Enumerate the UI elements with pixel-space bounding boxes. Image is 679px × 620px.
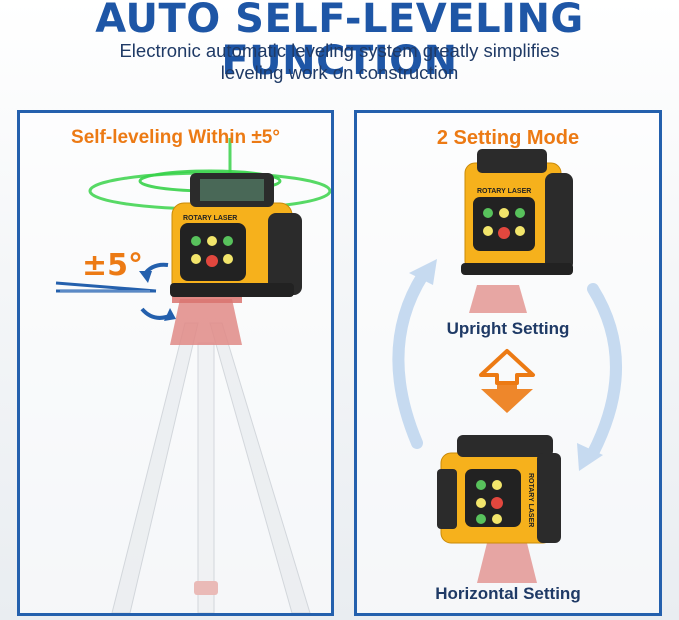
swap-arrows-icon	[479, 349, 535, 413]
cycle-arrow-left-icon	[392, 269, 429, 449]
angle-label: ±5°	[82, 248, 144, 283]
upright-device	[461, 149, 573, 313]
right-panel-heading: 2 Setting Mode	[436, 127, 580, 149]
self-leveling-panel: ROTARY LASER Self-leveling Within ±5° ±5…	[17, 110, 334, 616]
horizontal-setting-label: Horizontal Setting	[435, 584, 581, 603]
setting-modes-illustration: ROTARY LASER ROTARY LASER	[392, 149, 622, 583]
rotary-laser-device	[170, 173, 302, 297]
device-label-upright: ROTARY LASER	[477, 188, 531, 195]
setting-mode-panel: ROTARY LASER ROTARY LASER 2 Setting Mode…	[354, 110, 662, 616]
subtitle-line-1: Electronic automatic leveling system gre…	[119, 40, 560, 61]
horizontal-device	[437, 435, 561, 583]
tripod-laser-illustration: ROTARY LASER	[55, 138, 331, 613]
page-subtitle: Electronic automatic leveling system gre…	[0, 40, 679, 84]
upright-setting-label: Upright Setting	[446, 319, 570, 338]
tripod-head	[170, 293, 242, 345]
subtitle-line-2: leveling work on construction	[220, 62, 459, 83]
left-panel-heading: Self-leveling Within ±5°	[71, 127, 280, 148]
cycle-arrow-right-icon	[587, 283, 622, 459]
device-label-horizontal: ROTARY LASER	[527, 473, 534, 527]
page-title: AUTO SELF-LEVELING FUNCTION	[95, 0, 584, 84]
tripod-legs	[111, 322, 311, 613]
device-label-left: ROTARY LASER	[183, 215, 237, 222]
tilt-angle-icon	[55, 281, 157, 293]
